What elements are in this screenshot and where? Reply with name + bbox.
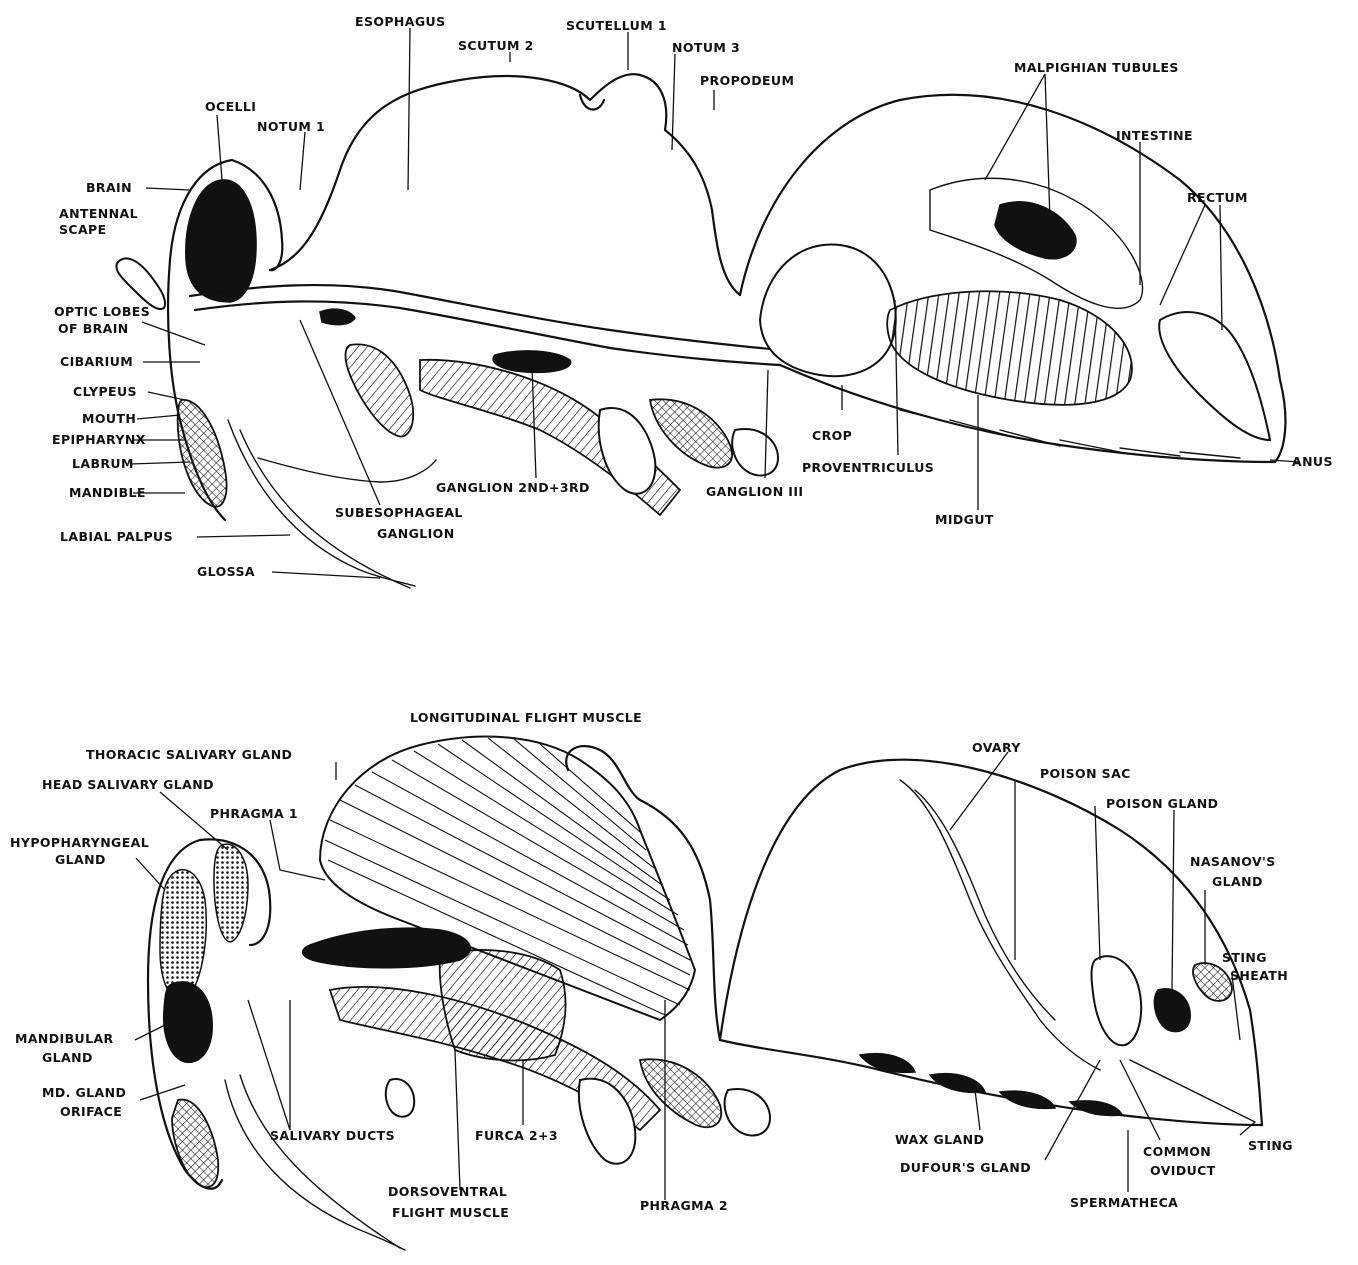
label-midgut: MIDGUT bbox=[935, 512, 994, 527]
label-antennal-scape-2: SCAPE bbox=[59, 222, 107, 237]
label-antennal-scape-1: ANTENNAL bbox=[59, 206, 138, 221]
label-mandible: MANDIBLE bbox=[69, 485, 146, 500]
ovary-shape bbox=[900, 780, 1100, 1070]
label-optic-lobes-1: OPTIC LOBES bbox=[54, 304, 150, 319]
label-mandibular-1: MANDIBULAR bbox=[15, 1031, 114, 1046]
label-nasanov-2: GLAND bbox=[1212, 874, 1263, 889]
malpighian-tubules-shape bbox=[995, 202, 1076, 259]
label-crop: CROP bbox=[812, 428, 852, 443]
label-labrum: LABRUM bbox=[72, 456, 134, 471]
bottom-abdomen-outline bbox=[720, 760, 1262, 1125]
wax-gland-shape-2 bbox=[930, 1074, 985, 1093]
label-notum-1: NOTUM 1 bbox=[257, 119, 325, 134]
label-dorsoventral-1: DORSOVENTRAL bbox=[388, 1184, 507, 1199]
top-diagram-drawing bbox=[116, 74, 1285, 588]
crop-shape bbox=[760, 244, 896, 376]
label-spermatheca: SPERMATHECA bbox=[1070, 1195, 1178, 1210]
label-cibarium: CIBARIUM bbox=[60, 354, 133, 369]
label-subesophageal-2: GANGLION bbox=[377, 526, 455, 541]
thorax-dorsal-outline bbox=[270, 74, 740, 295]
bottom-leg-coxa-3 bbox=[725, 1089, 770, 1136]
rectum-shape bbox=[1159, 312, 1270, 440]
label-ganglion-3: GANGLION III bbox=[706, 484, 803, 499]
brain-shape bbox=[186, 180, 256, 302]
poison-sac-shape bbox=[1092, 956, 1142, 1045]
label-nasanov-1: NASANOV'S bbox=[1190, 854, 1276, 869]
label-mouth: MOUTH bbox=[82, 411, 136, 426]
leg-coxa-2 bbox=[650, 399, 732, 467]
bottom-mandible-shape bbox=[172, 1100, 218, 1188]
label-ganglion-2-3: GANGLION 2ND+3RD bbox=[436, 480, 590, 495]
label-hypopharyngeal-1: HYPOPHARYNGEAL bbox=[10, 835, 149, 850]
label-rectum: RECTUM bbox=[1187, 190, 1248, 205]
label-proventriculus: PROVENTRICULUS bbox=[802, 460, 934, 475]
bottom-leg-coxa-0 bbox=[386, 1079, 415, 1117]
sting-shape bbox=[1130, 1060, 1255, 1122]
label-hypopharyngeal-2: GLAND bbox=[55, 852, 106, 867]
label-esophagus: ESOPHAGUS bbox=[355, 14, 445, 29]
label-furca: FURCA 2+3 bbox=[475, 1128, 558, 1143]
bottom-abdomen-ventral bbox=[720, 1040, 1262, 1125]
label-mandibular-2: GLAND bbox=[42, 1050, 93, 1065]
label-sting-sheath-1: STING bbox=[1222, 950, 1267, 965]
wax-gland-shape-4 bbox=[1070, 1101, 1122, 1115]
label-salivary-ducts: SALIVARY DUCTS bbox=[270, 1128, 395, 1143]
label-common-oviduct-2: OVIDUCT bbox=[1150, 1163, 1216, 1178]
nasanov-gland-shape bbox=[1193, 963, 1232, 1001]
wax-gland-shape-1 bbox=[860, 1054, 915, 1073]
label-phragma-2: PHRAGMA 2 bbox=[640, 1198, 728, 1213]
label-head-salivary-gland: HEAD SALIVARY GLAND bbox=[42, 777, 214, 792]
label-brain: BRAIN bbox=[86, 180, 132, 195]
head-salivary-gland-shape bbox=[214, 844, 248, 942]
label-optic-lobes-2: OF BRAIN bbox=[58, 321, 129, 336]
label-md-gland-2: ORIFACE bbox=[60, 1104, 122, 1119]
mandible-shape bbox=[178, 400, 227, 507]
leg-segment-1 bbox=[346, 344, 414, 436]
label-labial-palpus: LABIAL PALPUS bbox=[60, 529, 173, 544]
label-common-oviduct-1: COMMON bbox=[1143, 1144, 1211, 1159]
label-md-gland-1: MD. GLAND bbox=[42, 1085, 126, 1100]
label-anus: ANUS bbox=[1292, 454, 1333, 469]
leg-coxa-3 bbox=[732, 429, 778, 476]
esophagus-tube-upper bbox=[190, 285, 780, 350]
label-clypeus: CLYPEUS bbox=[73, 384, 137, 399]
label-wax-gland: WAX GLAND bbox=[895, 1132, 984, 1147]
label-dorsoventral-2: FLIGHT MUSCLE bbox=[392, 1205, 509, 1220]
label-malpighian-tubules: MALPIGHIAN TUBULES bbox=[1014, 60, 1179, 75]
leg-coxa-1 bbox=[599, 408, 656, 494]
midgut-shape bbox=[887, 291, 1132, 405]
esophagus-tube-lower bbox=[195, 301, 780, 365]
label-epipharynx: EPIPHARYNX bbox=[52, 432, 146, 447]
label-notum-3: NOTUM 3 bbox=[672, 40, 740, 55]
labial-palp-line bbox=[258, 458, 436, 482]
label-glossa: GLOSSA bbox=[197, 564, 255, 579]
antennal-scape-shape bbox=[116, 258, 165, 309]
label-scutum-2: SCUTUM 2 bbox=[458, 38, 534, 53]
label-poison-sac: POISON SAC bbox=[1040, 766, 1131, 781]
ganglion-1-shape bbox=[320, 309, 355, 325]
label-phragma-1: PHRAGMA 1 bbox=[210, 806, 298, 821]
label-ovary: OVARY bbox=[972, 740, 1021, 755]
label-longitudinal-flight-muscle: LONGITUDINAL FLIGHT MUSCLE bbox=[410, 710, 642, 725]
label-thoracic-salivary-gland: THORACIC SALIVARY GLAND bbox=[86, 747, 292, 762]
label-ocelli: OCELLI bbox=[205, 99, 256, 114]
label-poison-gland: POISON GLAND bbox=[1106, 796, 1218, 811]
label-sting-sheath-2: SHEATH bbox=[1230, 968, 1288, 983]
label-subesophageal-1: SUBESOPHAGEAL bbox=[335, 505, 463, 520]
label-scutellum-1: SCUTELLUM 1 bbox=[566, 18, 667, 33]
label-sting: STING bbox=[1248, 1138, 1293, 1153]
label-intestine: INTESTINE bbox=[1116, 128, 1193, 143]
wax-gland-shape-3 bbox=[1000, 1091, 1055, 1108]
poison-gland-shape bbox=[1154, 989, 1190, 1032]
label-dufours-gland: DUFOUR'S GLAND bbox=[900, 1160, 1031, 1175]
label-propodeum: PROPODEUM bbox=[700, 73, 794, 88]
sternite-lines bbox=[900, 410, 1240, 458]
proboscis-line-1 bbox=[228, 420, 415, 586]
